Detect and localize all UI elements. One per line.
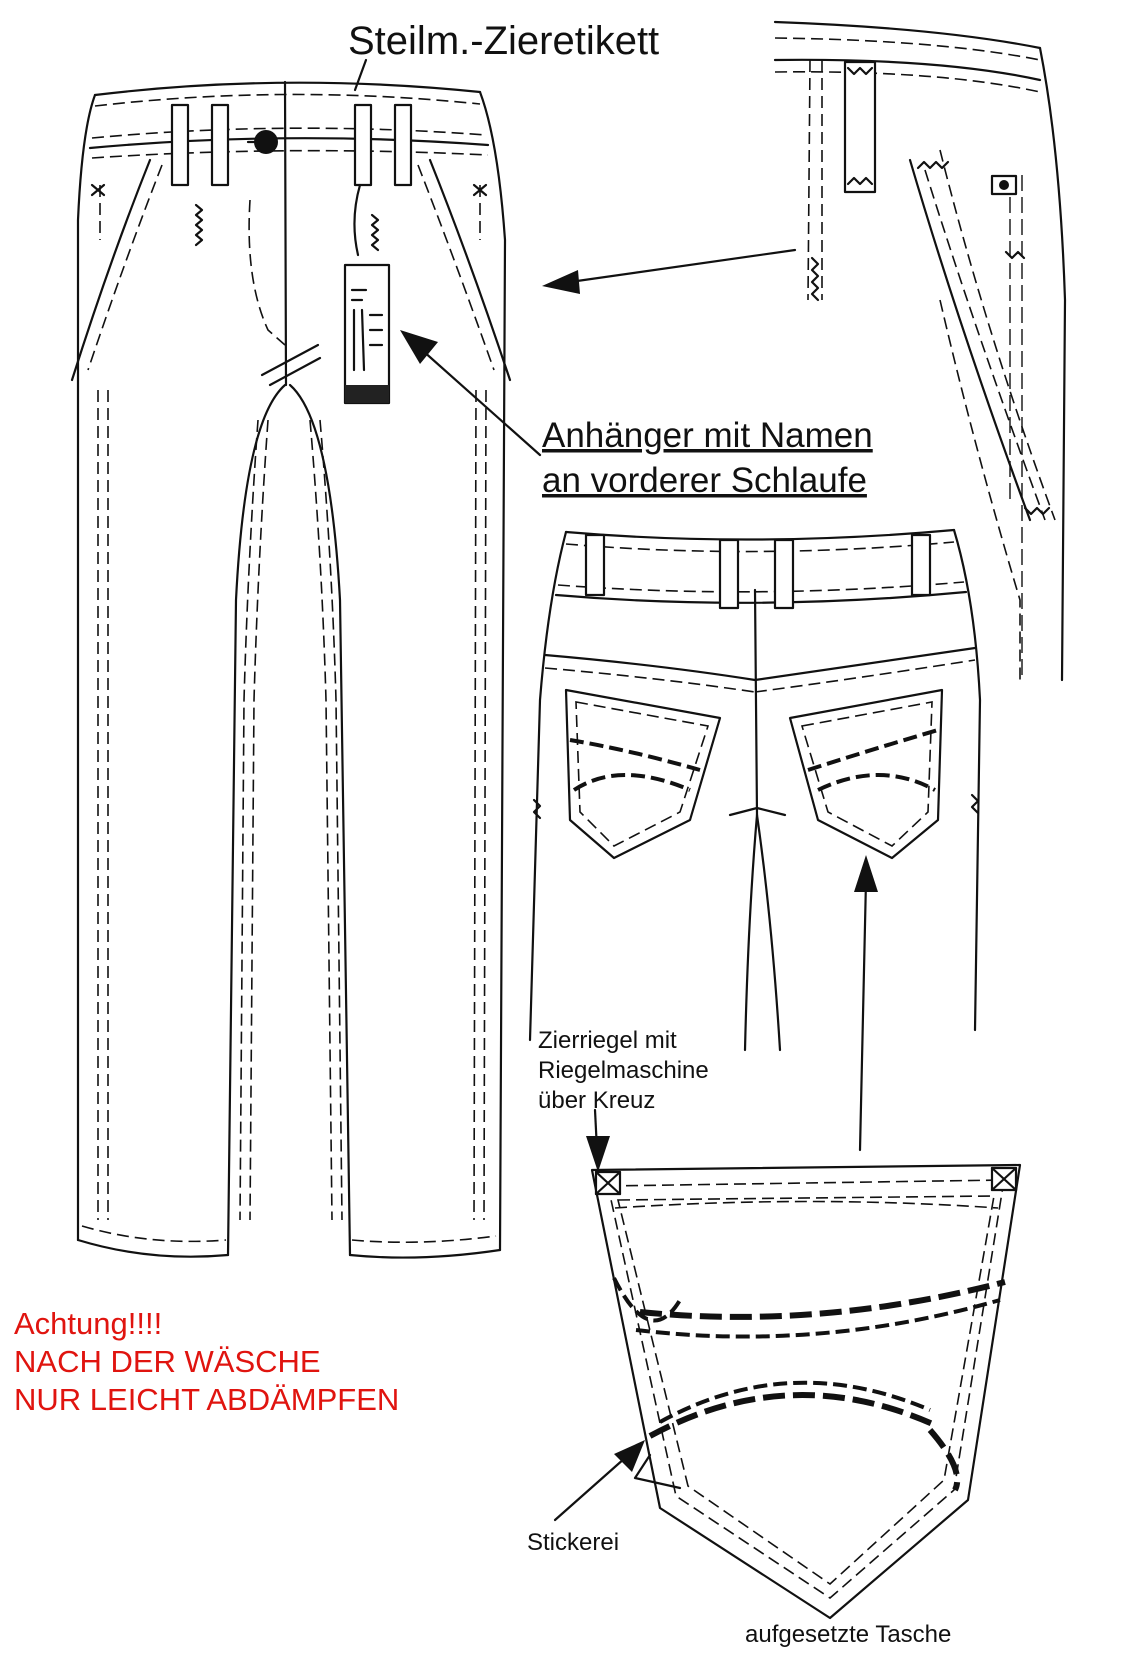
hang-tag bbox=[343, 263, 391, 405]
bartack-note-line2: Riegelmaschine bbox=[538, 1057, 709, 1084]
warning-line3: NUR LEICHT ABDÄMPFEN bbox=[14, 1382, 399, 1417]
warning-line1: Achtung!!!! bbox=[14, 1306, 162, 1341]
warning-line2: NACH DER WÄSCHE bbox=[14, 1344, 321, 1379]
waistband-detail bbox=[773, 20, 1067, 682]
top-label: Steilm.-Zieretikett bbox=[348, 19, 659, 63]
pocket-detail bbox=[590, 1163, 1022, 1620]
patch-pocket-label: aufgesetzte Tasche bbox=[745, 1621, 951, 1648]
bartack-note-line3: über Kreuz bbox=[538, 1087, 655, 1114]
front-view bbox=[70, 80, 512, 1259]
tag-note-line1: Anhänger mit Namen bbox=[542, 416, 873, 455]
bartack-note-line1: Zierriegel mit bbox=[538, 1027, 677, 1054]
annotations bbox=[353, 58, 878, 1522]
back-view bbox=[528, 528, 982, 1052]
tag-note-line2: an vorderer Schlaufe bbox=[542, 461, 867, 500]
embroidery-label: Stickerei bbox=[527, 1529, 619, 1556]
